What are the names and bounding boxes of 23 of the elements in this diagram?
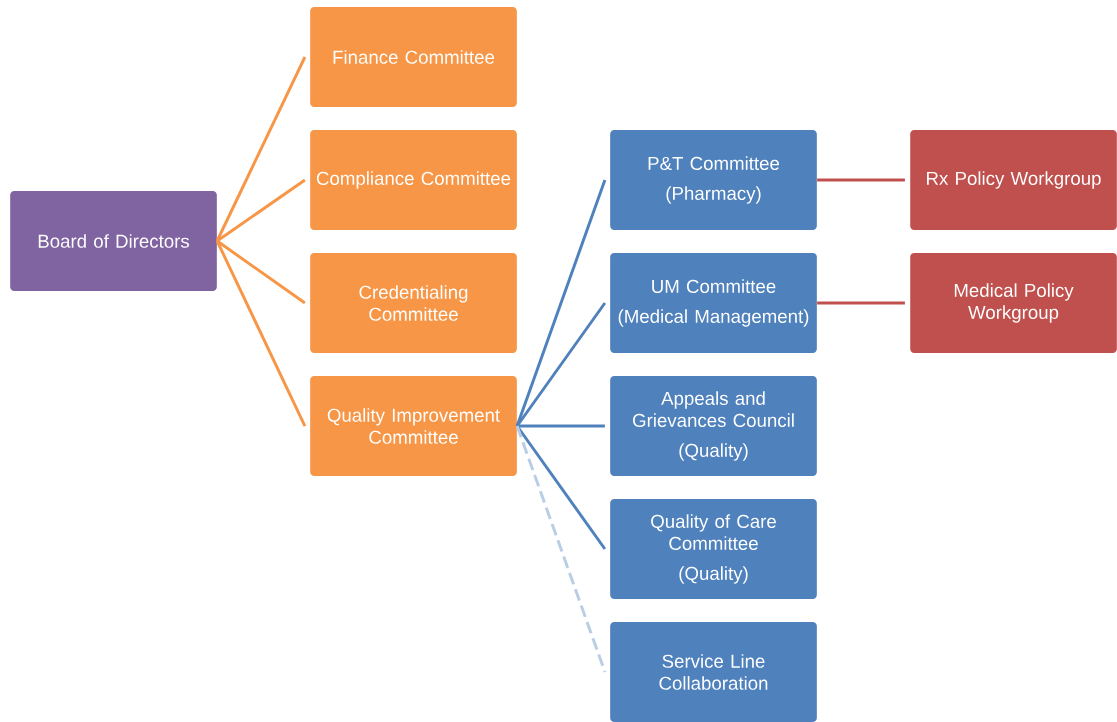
committee-box: Service Line Collaboration — [610, 622, 817, 722]
committee-box: P&T Committee (Pharmacy) — [610, 130, 817, 230]
connector-line — [515, 302, 607, 427]
connector-line — [216, 178, 306, 243]
committee-box: Credentialing Committee — [310, 253, 517, 353]
committee-box: UM Committee (Medical Management) — [610, 253, 817, 353]
workgroup-box: Rx Policy Workgroup — [910, 130, 1117, 230]
board-box: Board of Directors — [10, 191, 217, 291]
connector-line — [515, 179, 607, 427]
connector-line — [515, 425, 607, 673]
connector-line — [817, 178, 905, 182]
connector-line — [517, 424, 605, 428]
connector-line — [215, 56, 307, 242]
committee-box: Finance Committee — [310, 7, 517, 107]
committee-box: Compliance Committee — [310, 130, 517, 230]
workgroup-box: Medical Policy Workgroup — [910, 253, 1117, 353]
committee-box: Appeals and Grievances Council (Quality) — [610, 376, 817, 476]
connector-line — [215, 240, 307, 427]
committee-box: Quality of Care Committee (Quality) — [610, 499, 817, 599]
connector-line — [216, 239, 306, 305]
connector-line — [817, 301, 905, 305]
connector-line — [515, 425, 607, 550]
committee-box: Quality Improvement Committee — [310, 376, 517, 476]
